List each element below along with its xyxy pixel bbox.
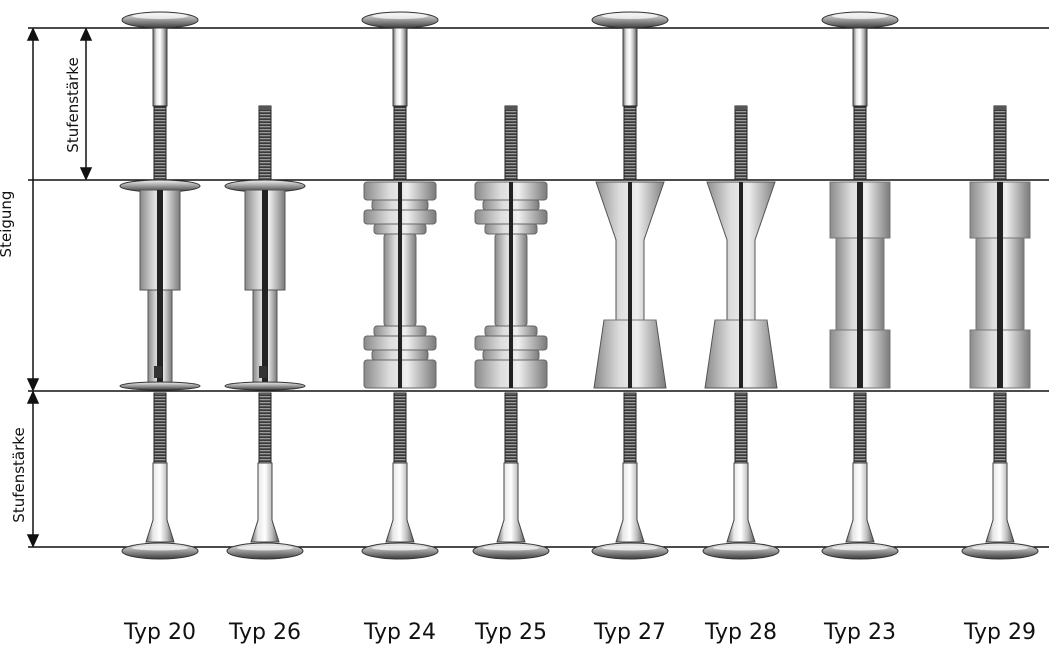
connector-typ-27 bbox=[591, 11, 669, 560]
dimension-arrows bbox=[26, 27, 93, 548]
type-label: Typ 24 bbox=[364, 620, 436, 645]
connector-typ-28 bbox=[702, 105, 780, 560]
connector-group bbox=[119, 11, 1039, 560]
type-label: Typ 25 bbox=[475, 620, 547, 645]
connector-typ-26 bbox=[224, 105, 306, 560]
type-label: Typ 28 bbox=[705, 620, 777, 645]
type-label: Typ 20 bbox=[124, 620, 196, 645]
type-label: Typ 29 bbox=[964, 620, 1036, 645]
connector-typ-25 bbox=[472, 105, 550, 560]
lower-tread-thickness-label: Stufenstärke bbox=[10, 427, 28, 523]
connector-typ-29 bbox=[961, 105, 1039, 560]
upper-tread-thickness-label: Stufenstärke bbox=[64, 57, 82, 153]
type-label: Typ 23 bbox=[824, 620, 896, 645]
connector-typ-23 bbox=[821, 11, 899, 560]
connector-typ-20 bbox=[119, 11, 201, 560]
connector-typ-24 bbox=[361, 11, 439, 560]
rise-label: Steigung bbox=[0, 190, 15, 258]
type-label: Typ 27 bbox=[594, 620, 666, 645]
type-label: Typ 26 bbox=[229, 620, 301, 645]
